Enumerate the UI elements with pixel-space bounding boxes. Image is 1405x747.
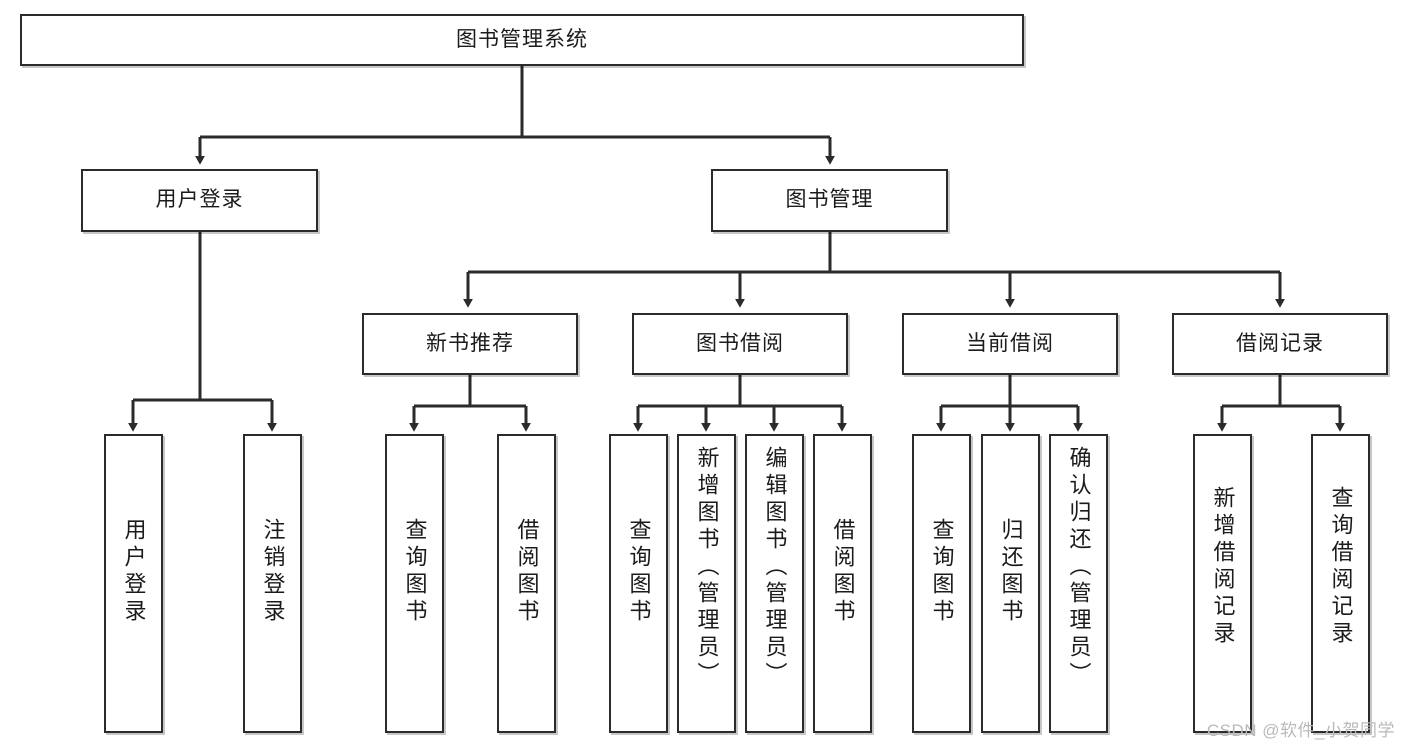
leaf-label: 查询图书 bbox=[626, 518, 652, 626]
leaf-label: 借阅图书 bbox=[830, 518, 856, 626]
leaf-label: 新增借阅记录 bbox=[1210, 486, 1236, 648]
leaf-label: 确认归还（管理员） bbox=[1066, 446, 1092, 689]
node-book-management-label: 图书管理 bbox=[785, 188, 874, 212]
leaf-current-borrow-confirm[interactable]: 确认归还（管理员） bbox=[1049, 434, 1108, 733]
node-user-login[interactable]: 用户登录 bbox=[81, 169, 318, 232]
leaf-current-borrow-query[interactable]: 查询图书 bbox=[912, 434, 971, 733]
leaf-user-login-login[interactable]: 用户登录 bbox=[104, 434, 163, 733]
leaf-label: 借阅图书 bbox=[514, 518, 540, 626]
node-current-borrow[interactable]: 当前借阅 bbox=[902, 313, 1118, 375]
leaf-borrow-record-query[interactable]: 查询借阅记录 bbox=[1311, 434, 1370, 733]
leaf-borrow-record-add[interactable]: 新增借阅记录 bbox=[1193, 434, 1252, 733]
node-root[interactable]: 图书管理系统 bbox=[20, 14, 1024, 66]
leaf-current-borrow-return[interactable]: 归还图书 bbox=[981, 434, 1040, 733]
node-current-borrow-label: 当前借阅 bbox=[966, 331, 1054, 355]
leaf-book-borrow-edit[interactable]: 编辑图书（管理员） bbox=[745, 434, 804, 733]
leaf-label: 用户登录 bbox=[121, 518, 147, 626]
leaf-user-login-logout[interactable]: 注销登录 bbox=[243, 434, 302, 733]
leaf-book-borrow-add[interactable]: 新增图书（管理员） bbox=[677, 434, 736, 733]
node-borrow-record-label: 借阅记录 bbox=[1236, 331, 1324, 355]
node-book-borrow-label: 图书借阅 bbox=[696, 331, 784, 355]
leaf-label: 查询图书 bbox=[402, 518, 428, 626]
leaf-new-book-query[interactable]: 查询图书 bbox=[385, 434, 444, 733]
node-borrow-record[interactable]: 借阅记录 bbox=[1172, 313, 1388, 375]
node-user-login-label: 用户登录 bbox=[155, 188, 244, 212]
leaf-book-borrow-borrow[interactable]: 借阅图书 bbox=[813, 434, 872, 733]
leaf-label: 注销登录 bbox=[260, 518, 286, 626]
leaf-label: 归还图书 bbox=[998, 518, 1024, 626]
leaf-label: 查询图书 bbox=[929, 518, 955, 626]
leaf-book-borrow-query[interactable]: 查询图书 bbox=[609, 434, 668, 733]
node-new-book-recommend-label: 新书推荐 bbox=[426, 331, 514, 355]
node-new-book-recommend[interactable]: 新书推荐 bbox=[362, 313, 578, 375]
leaf-label: 新增图书（管理员） bbox=[694, 446, 720, 689]
node-book-management[interactable]: 图书管理 bbox=[711, 169, 948, 232]
leaf-new-book-borrow[interactable]: 借阅图书 bbox=[497, 434, 556, 733]
csdn-watermark: CSDN @软件_小贺同学 bbox=[1206, 721, 1395, 740]
leaf-label: 编辑图书（管理员） bbox=[762, 446, 788, 689]
node-book-borrow[interactable]: 图书借阅 bbox=[632, 313, 848, 375]
node-root-label: 图书管理系统 bbox=[456, 27, 588, 51]
leaf-label: 查询借阅记录 bbox=[1328, 486, 1354, 648]
